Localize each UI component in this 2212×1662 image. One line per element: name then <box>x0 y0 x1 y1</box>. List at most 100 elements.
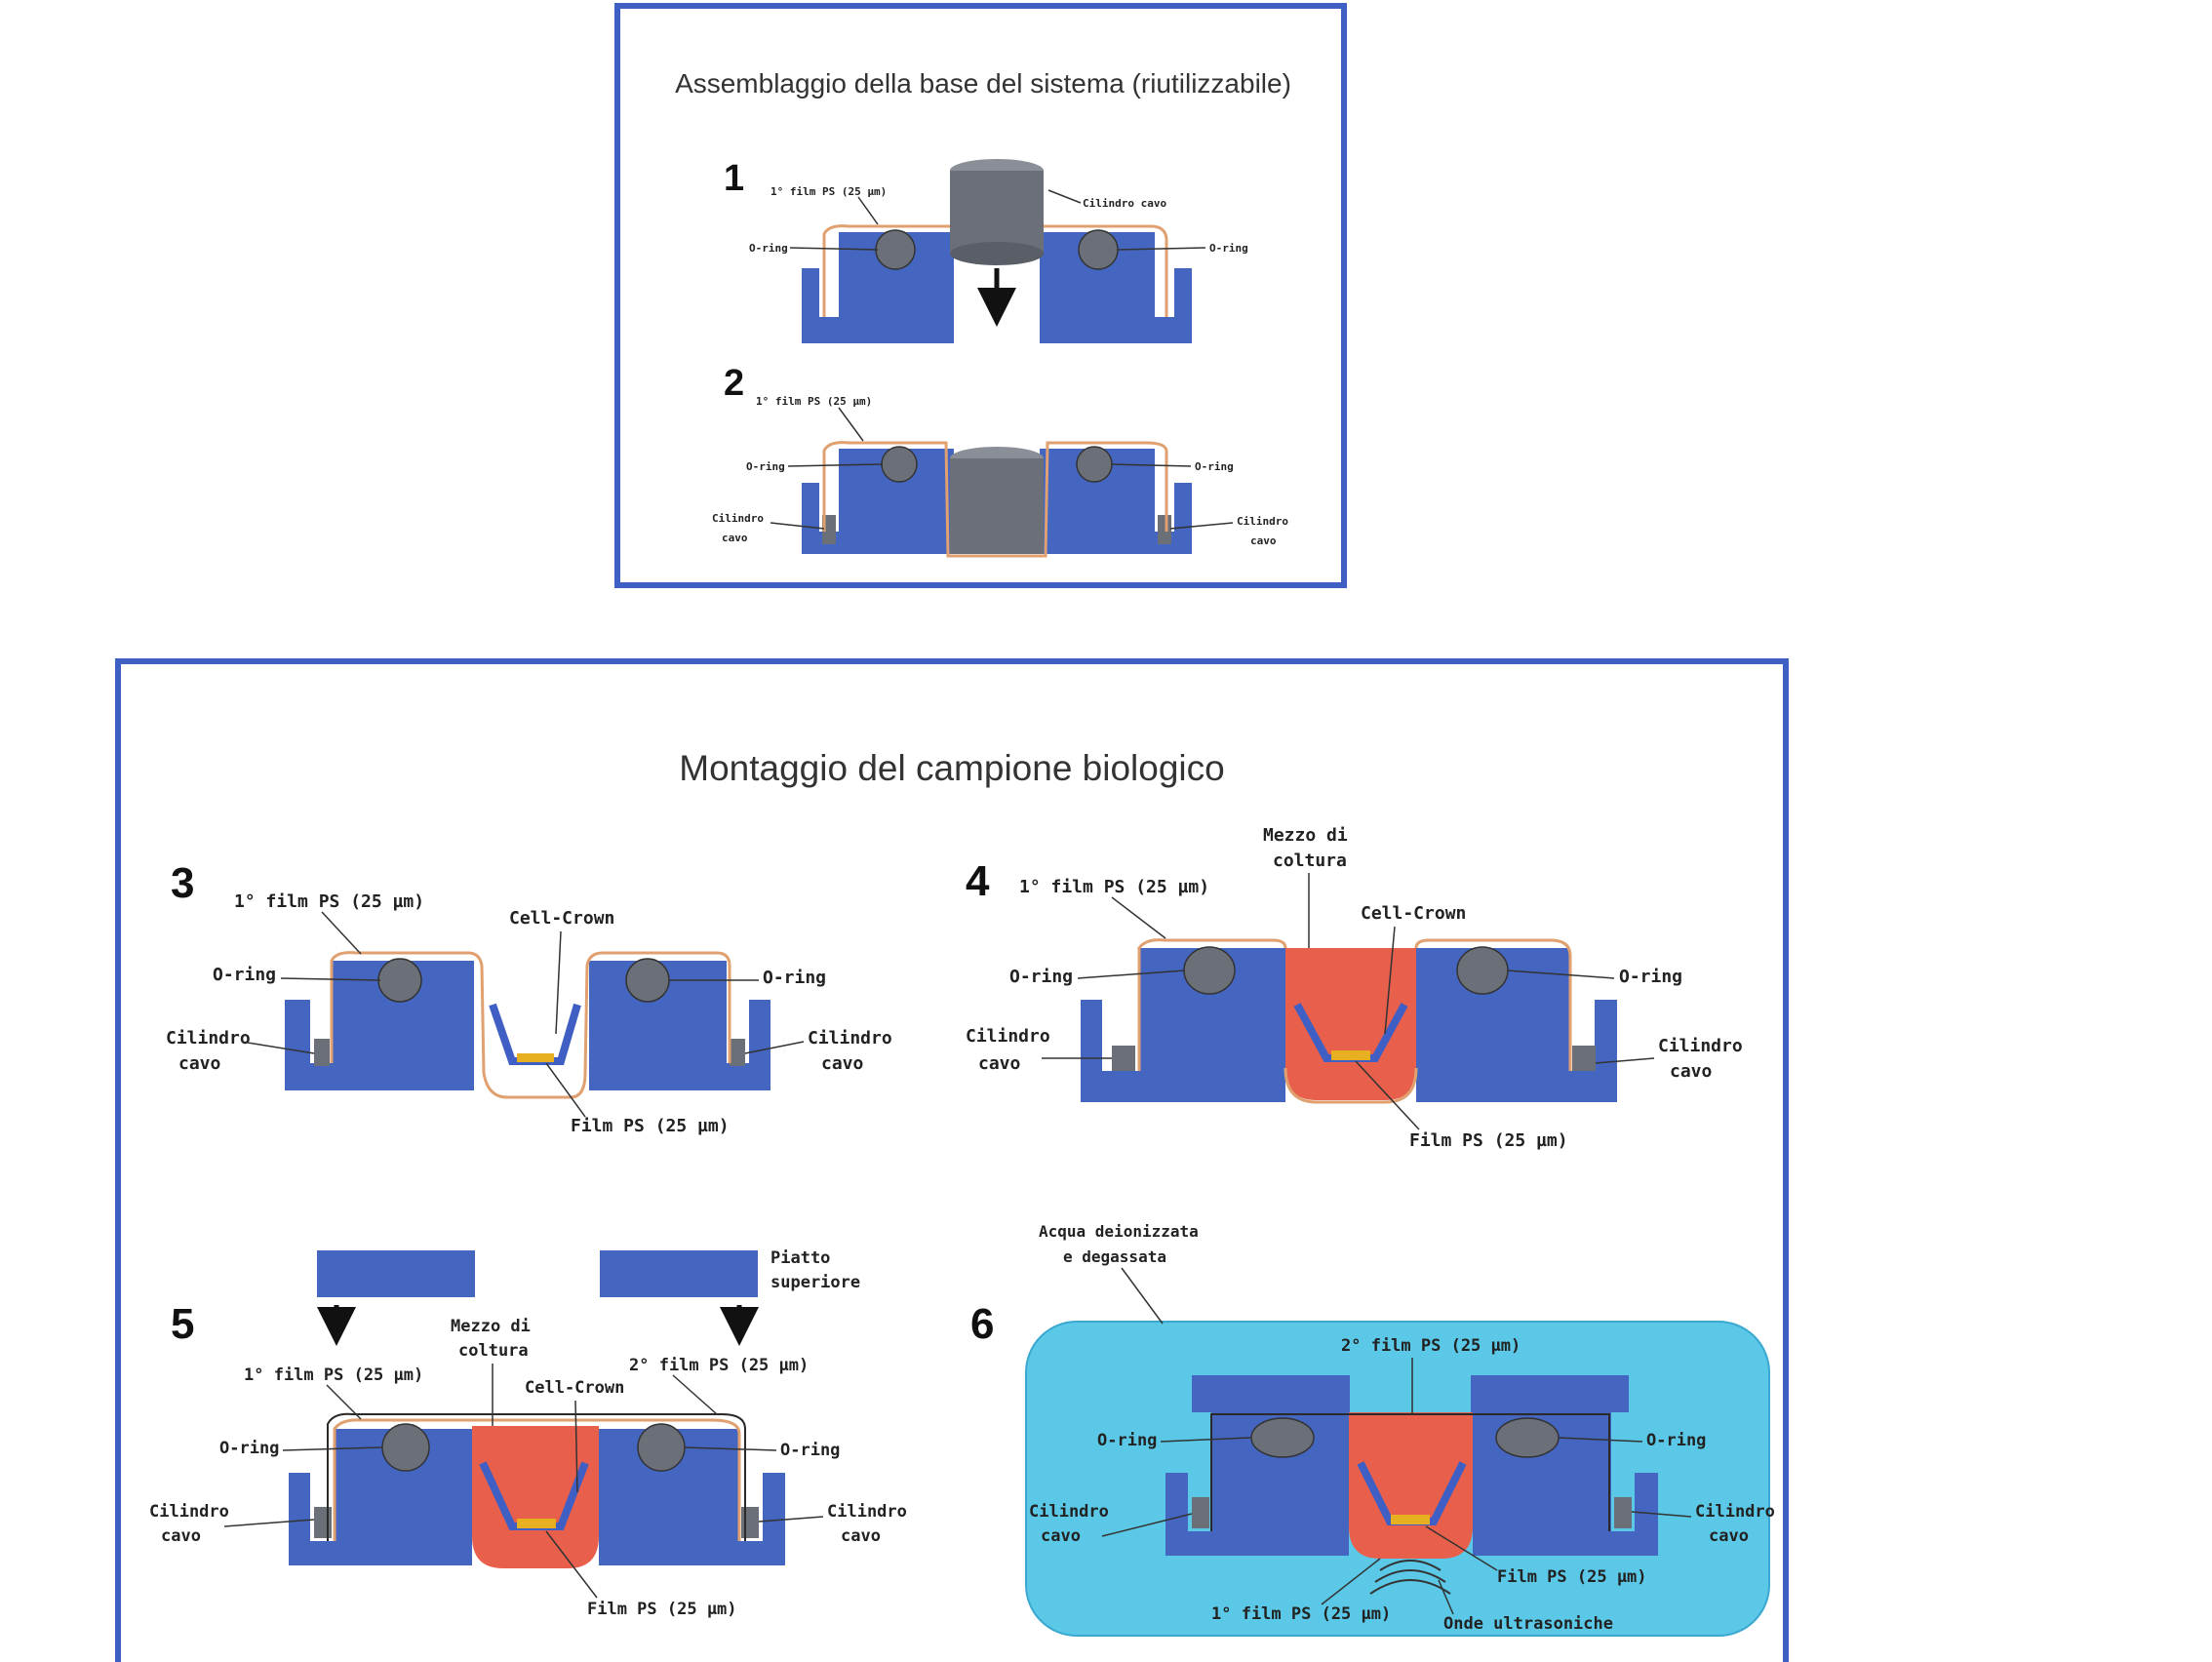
step6-oring-left-label: O-ring <box>1097 1431 1157 1450</box>
step5-medium-label-2: coltura <box>458 1341 529 1361</box>
step3-film1-label: 1° film PS (25 µm) <box>234 891 424 912</box>
step4-oring-left-label: O-ring <box>1009 967 1073 987</box>
step1-film-label: 1° film PS (25 µm) <box>770 185 887 198</box>
step6-cyl-right-label-1: Cilindro <box>1695 1502 1775 1522</box>
step4-film-label: Film PS (25 µm) <box>1409 1130 1568 1151</box>
step-6-number: 6 <box>970 1300 994 1348</box>
step2-film-label: 1° film PS (25 µm) <box>756 395 872 408</box>
step5-top-plate-right <box>600 1250 758 1297</box>
step-3-number: 3 <box>171 859 194 907</box>
step1-oring-left <box>875 229 916 270</box>
step1-cylinder <box>950 171 1044 254</box>
step5-film2-label: 2° film PS (25 µm) <box>629 1356 809 1375</box>
step6-cyl-right-label-2: cavo <box>1709 1526 1749 1546</box>
step3-film <box>330 951 731 1099</box>
step6-wave-1 <box>1379 1560 1442 1571</box>
step3-cellcrown-label: Cell-Crown <box>509 908 614 929</box>
step-4: 4 Mezzo di coltura 1° film PS (25 µm) Ce… <box>966 825 1743 1151</box>
step4-oring-left <box>1183 946 1236 995</box>
step3-cyl-right-label-2: cavo <box>821 1053 863 1074</box>
step4-medium-label-1: Mezzo di <box>1263 825 1348 846</box>
step5-film1-label: 1° film PS (25 µm) <box>244 1365 423 1385</box>
step1-oring-right <box>1078 229 1119 270</box>
step2-cyl-right-label-2: cavo <box>1250 534 1277 547</box>
bottom-panel-title: Montaggio del campione biologico <box>679 748 1224 788</box>
step4-cyl-right-label-2: cavo <box>1670 1061 1712 1082</box>
step2-left-block <box>802 449 954 554</box>
step2-hollow-cyl-right <box>1158 515 1171 544</box>
step5-cyl-left-label-2: cavo <box>161 1526 201 1546</box>
step1-oring-left-label: O-ring <box>749 242 788 255</box>
step5-top-plate-left <box>317 1250 475 1297</box>
step5-plate-label-1: Piatto <box>770 1248 830 1268</box>
step4-cellcrown-label: Cell-Crown <box>1361 903 1466 924</box>
step3-oring-right-label: O-ring <box>763 968 826 988</box>
step4-film1-label: 1° film PS (25 µm) <box>1019 877 1209 897</box>
step2-oring-left-label: O-ring <box>746 460 785 473</box>
step2-right-block <box>1040 449 1192 554</box>
step2-film <box>822 441 1168 558</box>
step6-oring-right-label: O-ring <box>1646 1431 1706 1450</box>
step2-cyl-left-label-2: cavo <box>722 532 748 544</box>
step6-waves-label: Onde ultrasoniche <box>1443 1614 1613 1634</box>
step6-top-plate-left <box>1192 1375 1350 1412</box>
step4-medium <box>1285 948 1416 1100</box>
step3-film-label: Film PS (25 µm) <box>571 1116 730 1136</box>
step3-oring-right <box>625 958 670 1003</box>
step-6: 6 Acqua deionizzata e degassata 2° film … <box>970 1222 1775 1637</box>
step1-left-block <box>802 232 954 343</box>
step5-film1 <box>333 1418 741 1541</box>
step5-plate-label-2: superiore <box>770 1273 860 1292</box>
step4-left-block <box>1081 948 1285 1102</box>
step5-cyl-left-label-1: Cilindro <box>149 1502 229 1522</box>
step2-oring-right <box>1076 446 1113 483</box>
step-5: 5 Piatto superiore Mezzo di coltura 1° f… <box>149 1248 907 1619</box>
step1-right-block <box>1040 232 1192 343</box>
step-1: 1 1° film PS (25 µm) Cilindro cavo O-rin… <box>724 158 1248 343</box>
step-2-number: 2 <box>724 363 744 404</box>
step-3: 3 1° film PS (25 µm) Cell-Crown O-ring O… <box>166 859 892 1136</box>
step5-cellcrown-label: Cell-Crown <box>525 1378 624 1398</box>
step4-cyl-left-label-2: cavo <box>978 1053 1020 1074</box>
step6-oring-right <box>1495 1417 1560 1458</box>
step6-oring-left <box>1250 1417 1315 1458</box>
step4-oring-right <box>1456 946 1509 995</box>
step4-film <box>1137 938 1572 1071</box>
step-4-number: 4 <box>966 857 990 905</box>
step5-medium-label-1: Mezzo di <box>451 1317 531 1336</box>
step1-oring-right-label: O-ring <box>1209 242 1248 255</box>
step6-film <box>1210 1413 1610 1531</box>
top-panel-title: Assemblaggio della base del sistema (riu… <box>675 68 1291 99</box>
step5-oring-left-label: O-ring <box>219 1439 279 1458</box>
step6-top-plate-right <box>1471 1375 1629 1412</box>
step6-medium <box>1349 1412 1473 1559</box>
step4-cyl-right-label-1: Cilindro <box>1658 1036 1743 1056</box>
step3-cyl-left-label-2: cavo <box>178 1053 220 1074</box>
step5-oring-right-label: O-ring <box>780 1441 840 1460</box>
step2-cylinder <box>950 458 1044 554</box>
step5-film2 <box>327 1412 746 1541</box>
top-panel: Assemblaggio della base del sistema (riu… <box>614 3 1347 588</box>
step4-oring-right-label: O-ring <box>1619 967 1682 987</box>
step3-oring-left-label: O-ring <box>213 965 276 985</box>
step5-cyl-right-label-1: Cilindro <box>827 1502 907 1522</box>
step6-water-label-2: e degassata <box>1063 1247 1166 1266</box>
step6-cyl-left-label-2: cavo <box>1041 1526 1081 1546</box>
step1-cylinder-label: Cilindro cavo <box>1083 197 1166 210</box>
step5-cyl-right-label-2: cavo <box>841 1526 881 1546</box>
step3-cyl-left-label-1: Cilindro <box>166 1028 251 1049</box>
step6-cyl-left-label-1: Cilindro <box>1029 1502 1109 1522</box>
step5-medium <box>472 1426 599 1568</box>
step-1-number: 1 <box>724 158 744 199</box>
bottom-panel: Montaggio del campione biologico 3 1° fi… <box>115 658 1789 1662</box>
bottom-panel-frame <box>115 658 1789 1662</box>
step5-oring-right <box>637 1423 686 1472</box>
step4-medium-label-2: coltura <box>1273 851 1347 871</box>
step2-cyl-right-label-1: Cilindro <box>1237 515 1288 528</box>
step4-cyl-left-label-1: Cilindro <box>966 1026 1050 1047</box>
step-5-number: 5 <box>171 1300 194 1348</box>
step5-oring-left <box>381 1423 430 1472</box>
step3-oring-left <box>377 958 422 1003</box>
step6-wave-2 <box>1374 1569 1446 1583</box>
